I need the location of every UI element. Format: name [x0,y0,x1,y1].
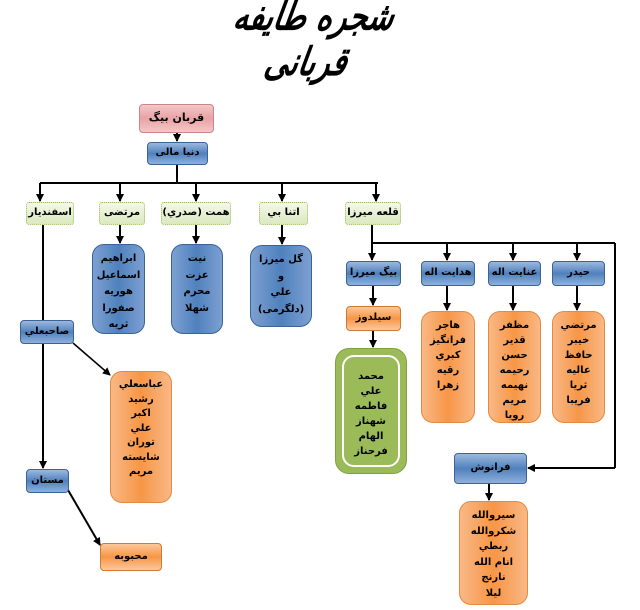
list-item: هاجر [435,320,461,331]
list-item: شایسته [122,451,160,463]
list-item: ابراهیم [100,253,137,264]
node-beyg-mirza: بیگ میرزا [346,261,401,286]
list-item: خیبر [567,335,590,346]
list-item: علي [270,287,292,298]
list-item: مریم [502,395,527,406]
node-root: قربان بیگ [139,104,214,133]
list-item: حسن [501,350,528,361]
list-item: نیت [187,253,207,264]
list-item: لیلا [485,587,502,599]
list-atabi-children: گل میرزا و علي (دلگرمی) [250,245,312,327]
list-item: رشید [128,393,154,405]
node-mahbubeh: محبوبه [100,543,162,571]
node-mastan: مستان [26,469,69,493]
node-seyldouz: سیلدوز [346,306,401,331]
list-item: نارنج [481,572,506,583]
list-item: فریبا [566,395,591,406]
list-item: رحیمه [499,365,530,376]
node-ghaleh-mirza: قلعه میرزا [345,202,401,225]
inner-border [342,355,400,467]
list-item: انام الله [473,556,514,568]
list-item: شکروالله [470,525,517,537]
list-item: (دلگرمی) [257,303,305,315]
list-item: عزت [185,269,209,281]
list-item: حافظ [564,350,593,361]
list-item: سیروالله [471,510,516,521]
list-item: شهلا [184,302,210,314]
list-item: اکبر [131,408,151,419]
list-sahebali-children: عباسعلي رشید اکبر علي توران شایسته مریم [110,371,172,503]
list-morteza-children: ابراهیم اسماعیل هوریه صفورا ثریه [92,244,145,334]
list-item: مریم [129,466,154,477]
node-morteza: مرتضی [99,202,145,225]
list-item: و [277,270,285,282]
list-item: نهیمه [500,380,529,391]
list-item: صفورا [102,302,135,314]
list-item: علي [360,386,382,397]
list-item: مظفر [499,320,530,331]
list-item: کبري [435,350,461,361]
list-item: مرتضي [560,320,597,331]
list-item: رویا [504,410,525,421]
list-item: هوریه [104,286,133,297]
list-item: توران [127,437,155,448]
list-item: ثریه [108,319,129,330]
list-item: اسماعیل [96,269,141,281]
node-hemmat: همت (صدري) [161,202,231,225]
node-sahebali: صاحبعلي [20,320,74,344]
list-item: گل میرزا [259,254,303,265]
list-item: عالیه [566,365,591,376]
node-heydar: حیدر [552,261,605,286]
node-atabi: اتنا بي [259,202,308,225]
list-item: زهرا [436,380,460,391]
list-item: ربطي [478,541,509,552]
list-item: محرم [183,286,211,297]
list-enayatollah-children: مظفر قدیر حسن رحیمه نهیمه مریم رویا [488,311,541,423]
list-item: عباسعلي [118,379,164,390]
list-item: قدیر [503,335,526,346]
list-faranoush-children: سیروالله شکروالله ربطي انام الله نارنج ل… [459,501,528,605]
node-level1: دنیا مالی [147,142,208,165]
list-hedayatollah-children: هاجر فرانگیز کبري رقیه زهرا [421,311,475,423]
list-item: الهام [358,431,384,442]
list-item: رقیه [436,365,460,376]
list-heydar-children: مرتضي خیبر حافظ عالیه ثریا فریبا [552,311,605,423]
list-item: شهناز [355,416,387,427]
list-item: علي [130,422,152,434]
list-item: ثریا [569,380,588,391]
list-seyldouz-children: محمد علي فاطمه شهناز الهام فرحناز [335,348,407,474]
node-esfandiar: اسفندیار [26,202,74,225]
list-item: فرحناز [354,446,388,457]
node-enayatollah: عنایت اله [488,261,541,286]
list-hemmat-children: نیت عزت محرم شهلا [171,244,223,334]
list-item: محمد [358,371,384,382]
list-item: فرانگیز [429,335,467,346]
node-hedayatollah: هدایت اله [421,261,475,286]
list-item: فاطمه [354,401,388,412]
node-faranoush: فرانوش [454,453,527,484]
